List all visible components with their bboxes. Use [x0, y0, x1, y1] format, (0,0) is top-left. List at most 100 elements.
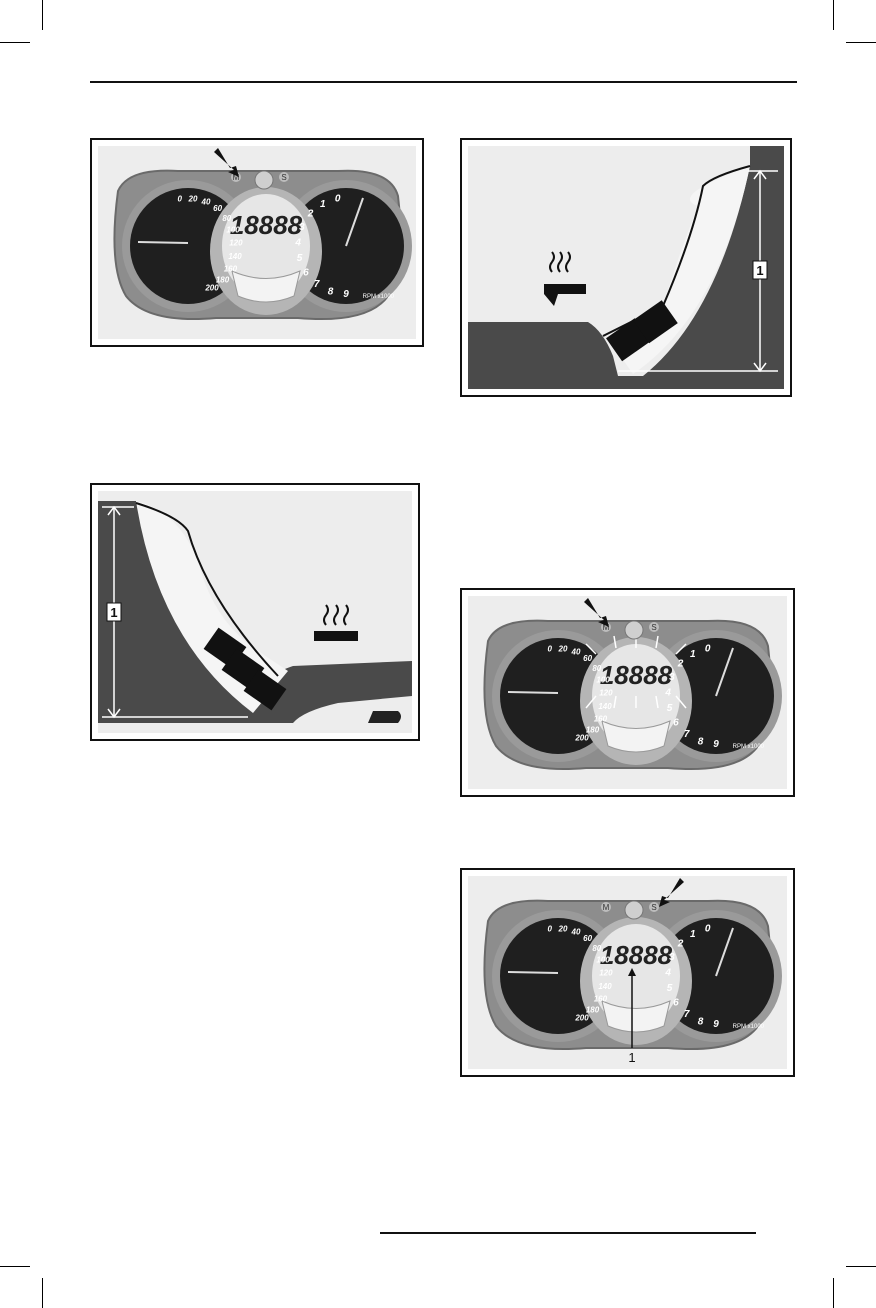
- rpm-tick-label: 1: [690, 929, 696, 940]
- crop-mark: [42, 1278, 43, 1308]
- seat-heat-icon: [314, 604, 358, 641]
- callout-label: 1: [110, 605, 117, 620]
- rpm-unit-label: RPM x1000: [733, 744, 765, 750]
- rpm-tick-label: 7: [684, 729, 690, 740]
- speed-tick-label: 140: [228, 252, 242, 261]
- arrow-icon: [584, 598, 609, 627]
- crop-mark: [833, 1278, 834, 1308]
- speed-tick-label: 100: [596, 676, 610, 685]
- mode-button-label: M: [603, 903, 610, 912]
- speed-tick-label: 40: [571, 928, 581, 937]
- rpm-tick-label: 8: [698, 1016, 704, 1027]
- callout-label: 1: [756, 263, 763, 278]
- speed-tick-label: 180: [586, 725, 600, 734]
- rpm-tick-label: 4: [664, 967, 671, 978]
- mode-button-label: M: [603, 623, 610, 632]
- rpm-unit-label: RPM x1000: [363, 294, 395, 300]
- rpm-tick-label: 3: [669, 952, 675, 963]
- speed-tick-label: 100: [226, 226, 240, 235]
- crop-mark: [833, 0, 834, 30]
- speed-tick-label: 40: [571, 648, 581, 657]
- speed-tick-label: 20: [188, 194, 198, 203]
- rpm-tick-label: 8: [328, 286, 334, 297]
- rpm-tick-label: 6: [673, 717, 679, 728]
- rpm-tick-label: 0: [335, 194, 341, 205]
- figure-heat-left: 1: [90, 483, 420, 741]
- speed-tick-label: 160: [594, 715, 608, 724]
- crop-mark: [0, 42, 30, 43]
- rpm-tick-label: 7: [314, 279, 320, 290]
- rpm-tick-label: 1: [320, 199, 326, 210]
- lcd-readout: 18888: [230, 210, 303, 240]
- rpm-tick-label: 8: [698, 736, 704, 747]
- speed-tick-label: 200: [204, 284, 219, 293]
- rpm-tick-label: 3: [669, 672, 675, 683]
- heat-diagram: 1: [468, 146, 784, 389]
- speed-tick-label: 200: [574, 1014, 589, 1023]
- speed-tick-label: 80: [222, 214, 231, 223]
- rpm-tick-label: 9: [713, 739, 719, 750]
- rpm-tick-label: 9: [713, 1019, 719, 1030]
- rpm-tick-label: 5: [667, 983, 673, 994]
- speed-tick-label: 140: [598, 982, 612, 991]
- speed-tick-label: 20: [558, 924, 568, 933]
- lcd-readout: 18888: [600, 660, 673, 690]
- set-button-label: S: [281, 173, 286, 182]
- speed-tick-label: 0: [547, 925, 552, 934]
- speed-tick-label: 60: [583, 654, 592, 663]
- arrow-icon: [214, 148, 239, 177]
- rpm-tick-label: 4: [294, 237, 301, 248]
- set-button-label: S: [651, 623, 656, 632]
- speed-tick-label: 0: [177, 195, 182, 204]
- speed-tick-label: 60: [583, 934, 592, 943]
- set-button-label: S: [651, 903, 656, 912]
- crop-mark: [846, 42, 876, 43]
- seat-heat-icon: [544, 251, 586, 306]
- figure-heat-right: 1: [460, 138, 792, 397]
- speed-tick-label: 80: [592, 944, 601, 953]
- header-rule: [90, 81, 797, 83]
- rpm-tick-label: 1: [690, 649, 696, 660]
- speed-tick-label: 100: [596, 956, 610, 965]
- rpm-tick-label: 2: [677, 939, 684, 950]
- rpm-unit-label: RPM x1000: [733, 1024, 765, 1030]
- rpm-tick-label: 5: [667, 703, 673, 714]
- speed-tick-label: 140: [598, 702, 612, 711]
- rpm-tick-label: 6: [303, 267, 309, 278]
- rpm-tick-label: 4: [664, 687, 671, 698]
- speed-tick-label: 180: [216, 275, 230, 284]
- rpm-tick-label: 0: [705, 924, 711, 935]
- crop-mark: [0, 1266, 30, 1267]
- speed-tick-label: 40: [201, 198, 211, 207]
- crop-mark: [42, 0, 43, 30]
- heat-diagram: 1: [98, 491, 412, 733]
- speed-tick-label: 120: [229, 239, 243, 248]
- rpm-tick-label: 9: [343, 289, 349, 300]
- rpm-tick-label: 0: [705, 644, 711, 655]
- rpm-tick-label: 7: [684, 1009, 690, 1020]
- speed-tick-label: 200: [574, 734, 589, 743]
- speed-tick-label: 160: [224, 265, 238, 274]
- speed-tick-label: 160: [594, 995, 608, 1004]
- arrow-icon: [659, 878, 684, 907]
- footer-rule: [380, 1232, 756, 1234]
- speed-tick-label: 180: [586, 1005, 600, 1014]
- speed-tick-label: 20: [558, 644, 568, 653]
- crop-mark: [846, 1266, 876, 1267]
- mode-button-label: M: [233, 173, 240, 182]
- speed-tick-label: 120: [599, 689, 613, 698]
- callout-label: 1: [628, 1050, 635, 1065]
- rpm-tick-label: 3: [299, 222, 305, 233]
